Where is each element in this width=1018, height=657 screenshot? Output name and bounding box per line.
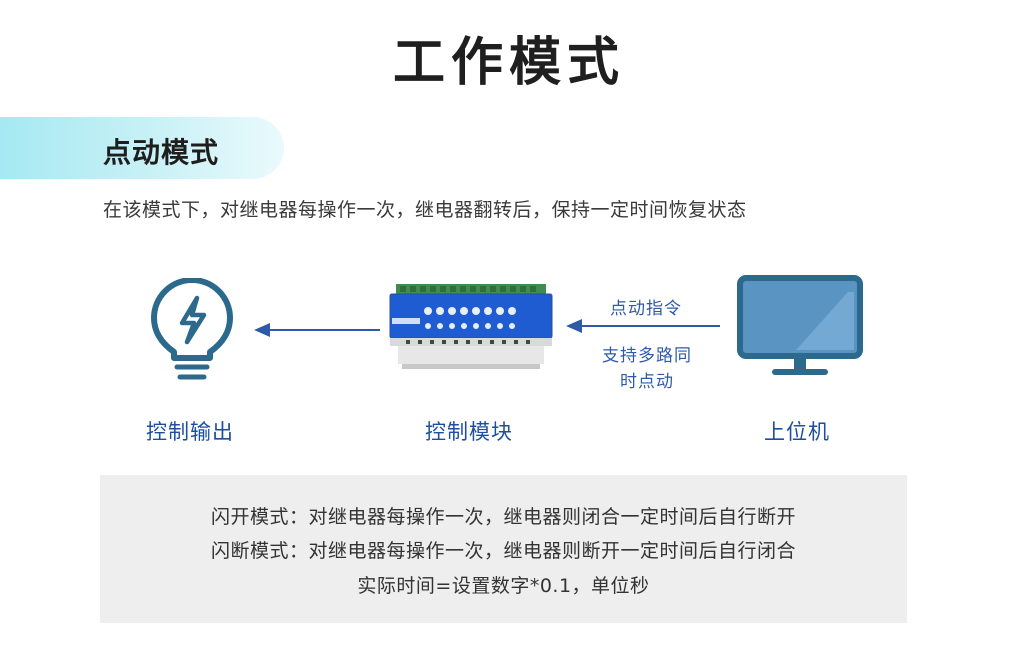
section-banner <box>0 117 284 179</box>
module-label: 控制模块 <box>425 420 513 444</box>
multi-channel-label-line2: 时点动 <box>620 372 674 392</box>
time-formula-note: 实际时间=设置数字*0.1，单位秒 <box>357 575 650 597</box>
relay-module-icon <box>389 284 553 369</box>
arrow-left-icon <box>254 323 380 337</box>
arrow-left-icon <box>566 319 720 333</box>
lightbulb-icon <box>151 278 233 380</box>
mode-description: 在该模式下，对继电器每操作一次，继电器翻转后，保持一定时间恢复状态 <box>103 199 747 221</box>
multi-channel-label-line1: 支持多路同 <box>602 346 692 366</box>
host-label: 上位机 <box>764 420 830 444</box>
monitor-icon <box>737 275 863 375</box>
command-label: 点动指令 <box>610 299 682 319</box>
output-label: 控制输出 <box>146 420 234 444</box>
section-title: 点动模式 <box>103 136 220 169</box>
notes-panel: 闪开模式：对继电器每操作一次，继电器则闭合一定时间后自行断开 闪断模式：对继电器… <box>100 475 907 623</box>
page-title: 工作模式 <box>392 33 625 93</box>
flash-on-note: 闪开模式：对继电器每操作一次，继电器则闭合一定时间后自行断开 <box>210 506 796 528</box>
flash-off-note: 闪断模式：对继电器每操作一次，继电器则断开一定时间后自行闭合 <box>210 540 796 562</box>
